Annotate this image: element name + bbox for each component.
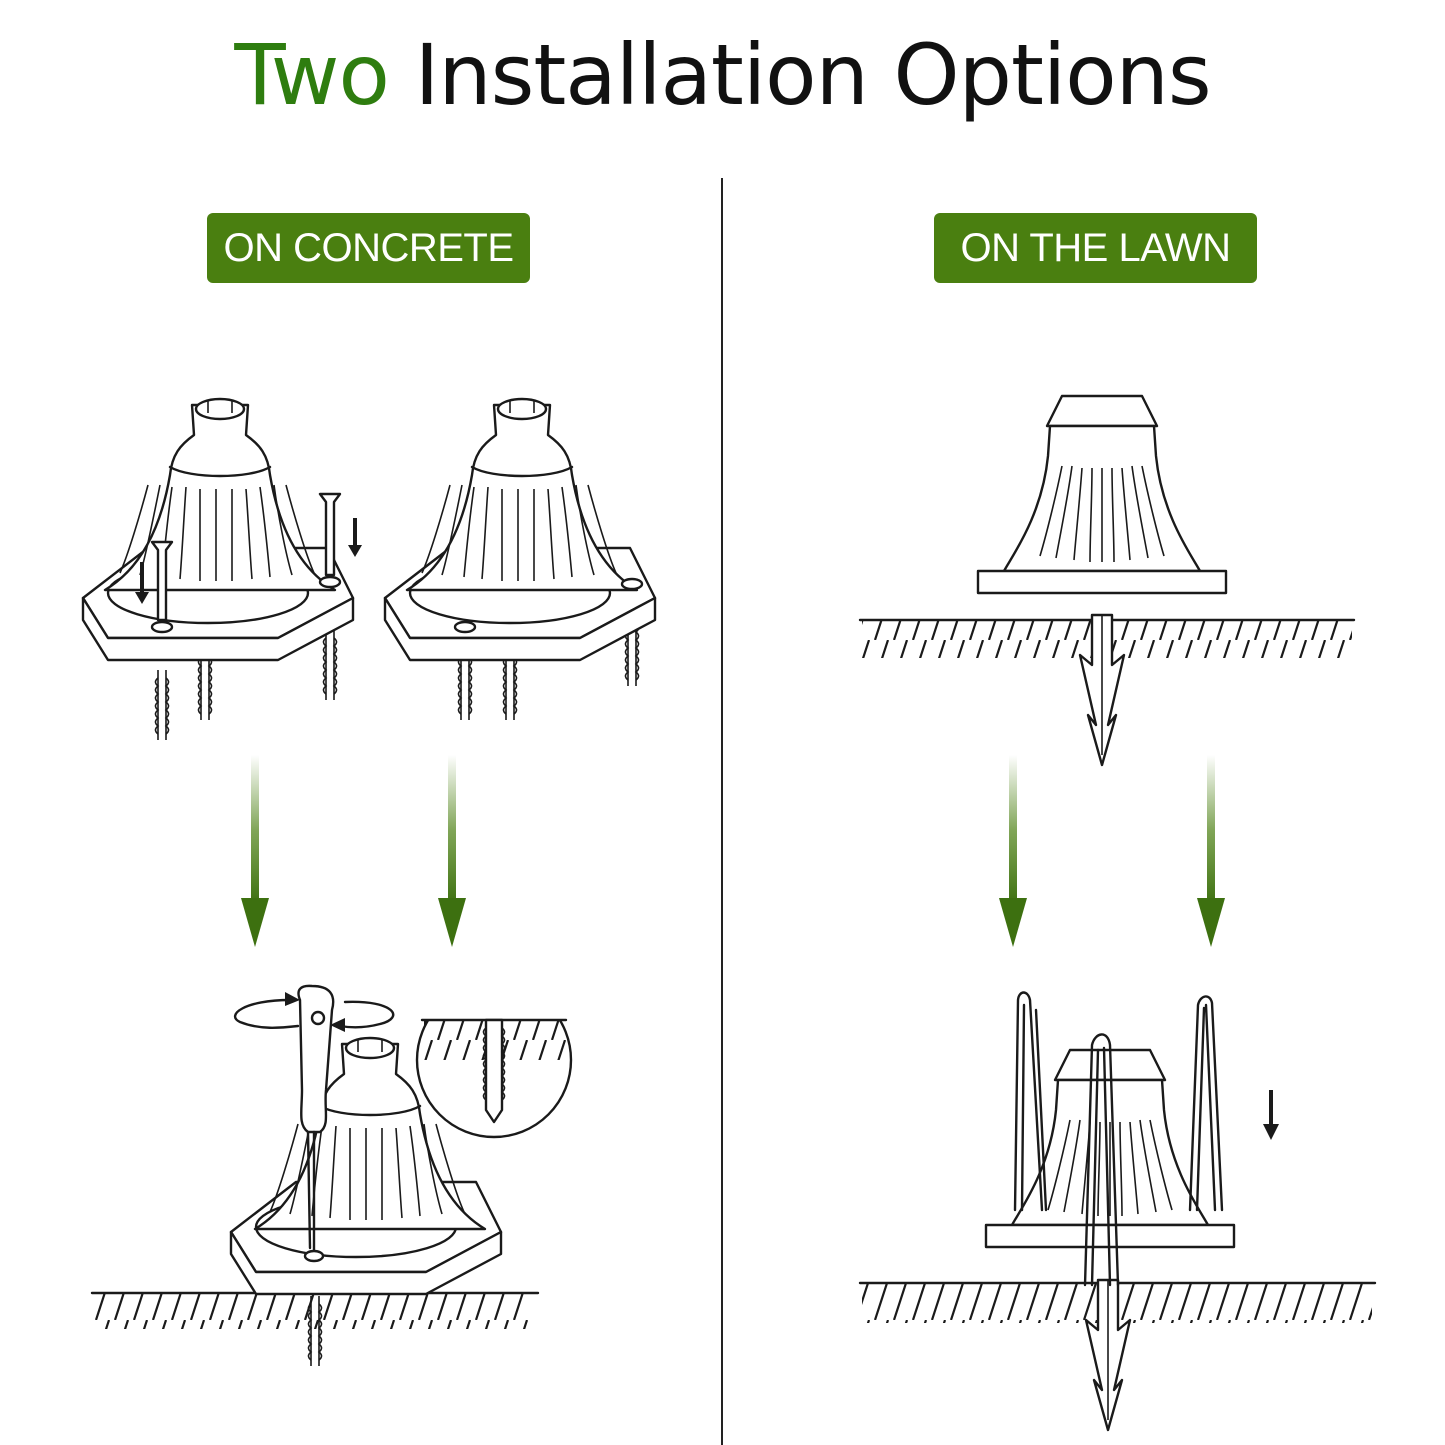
concrete-base-2-illustration	[383, 397, 657, 721]
rotate-arrows-icon	[233, 992, 395, 1032]
green-down-arrow-icon	[999, 755, 1225, 947]
down-arrow-small-icon	[1263, 1090, 1279, 1140]
concrete-installed-illustration	[90, 984, 540, 1367]
title-accent: Two	[234, 26, 389, 124]
detail-magnifier-illustration	[415, 972, 573, 1139]
badge-on-concrete-label: ON CONCRETE	[223, 225, 514, 270]
lawn-base-illustration	[858, 394, 1356, 767]
lawn-installed-illustration	[858, 991, 1377, 1432]
center-divider	[721, 178, 723, 1445]
down-arrow-small-1-icon	[135, 518, 362, 604]
badge-on-concrete: ON CONCRETE	[207, 213, 530, 283]
green-down-arrow-icon	[241, 755, 466, 947]
badge-on-the-lawn-label: ON THE LAWN	[960, 225, 1231, 270]
page-title: Two Installation Options	[0, 20, 1445, 130]
title-rest: Installation Options	[388, 26, 1212, 124]
concrete-base-1-illustration	[81, 397, 355, 741]
badge-on-the-lawn: ON THE LAWN	[934, 213, 1257, 283]
